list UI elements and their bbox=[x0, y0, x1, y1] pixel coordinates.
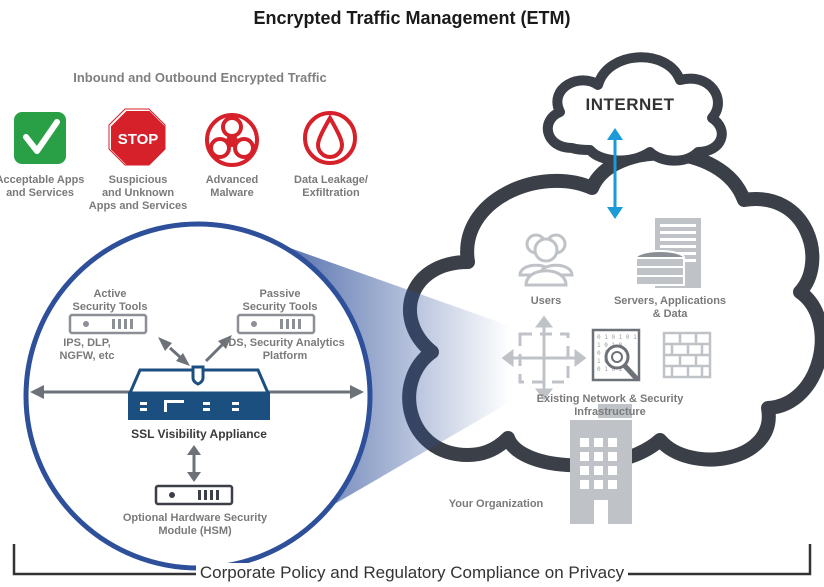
passive-tools-examples: IDS, Security Analytics Platform bbox=[225, 337, 345, 362]
building-icon bbox=[570, 404, 632, 524]
checkmark-icon bbox=[14, 112, 66, 164]
stop-sign-icon: STOP bbox=[108, 108, 167, 167]
traffic-label-leakage: Data Leakage/ Exfiltration bbox=[294, 174, 368, 199]
active-tools-label: Active Security Tools bbox=[72, 288, 148, 313]
shield-icon bbox=[191, 365, 205, 386]
active-tool-device bbox=[68, 313, 148, 335]
organization-label: Your Organization bbox=[448, 498, 544, 510]
internet-link-arrow bbox=[607, 128, 623, 219]
servers-label: Servers, Applications & Data bbox=[613, 295, 727, 320]
ssl-visibility-appliance bbox=[127, 365, 271, 420]
traffic-label-suspicious: Suspicious and Unknown Apps and Services bbox=[88, 174, 188, 212]
svg-text:0 1 0 1 0 1: 0 1 0 1 0 1 bbox=[597, 334, 637, 341]
passive-tool-device bbox=[236, 313, 316, 335]
firewall-icon bbox=[662, 331, 712, 379]
users-label: Users bbox=[530, 295, 562, 307]
active-tools-examples: IPS, DLP, NGFW, etc bbox=[59, 337, 115, 362]
hsm-label: Optional Hardware Security Module (HSM) bbox=[122, 512, 268, 537]
infrastructure-label: Existing Network & Security Infrastructu… bbox=[536, 393, 684, 418]
appliance-name: SSL Visibility Appliance bbox=[131, 427, 267, 441]
traffic-label-malware: Advanced Malware bbox=[205, 174, 259, 199]
data-leak-icon bbox=[303, 111, 357, 165]
internet-label: INTERNET bbox=[585, 95, 675, 114]
compliance-footer-text: Corporate Policy and Regulatory Complian… bbox=[195, 563, 629, 582]
network-routing-icon bbox=[501, 315, 587, 401]
users-icon bbox=[518, 233, 574, 287]
active-tool-arrow bbox=[158, 337, 190, 366]
hsm-device bbox=[154, 484, 234, 506]
servers-icon bbox=[635, 218, 701, 288]
svg-text:STOP: STOP bbox=[118, 131, 159, 148]
diagram-title: Encrypted Traffic Management (ETM) bbox=[253, 8, 571, 28]
traffic-subtitle: Inbound and Outbound Encrypted Traffic bbox=[73, 70, 327, 85]
traffic-label-acceptable: Acceptable Apps and Services bbox=[0, 174, 85, 199]
passive-tool-arrow bbox=[204, 335, 232, 363]
malware-scan-icon: 0 1 0 1 0 11 0 1 00 1 1 01 0 0 10 1 0 1 bbox=[591, 328, 641, 382]
hsm-arrow bbox=[187, 445, 201, 482]
svg-text:0 1 0 1: 0 1 0 1 bbox=[597, 366, 623, 373]
svg-text:1 0 1 0: 1 0 1 0 bbox=[597, 342, 623, 349]
biohazard-icon bbox=[205, 113, 259, 167]
compliance-footer: Corporate Policy and Regulatory Complian… bbox=[0, 563, 824, 583]
passive-tools-label: Passive Security Tools bbox=[242, 288, 318, 313]
